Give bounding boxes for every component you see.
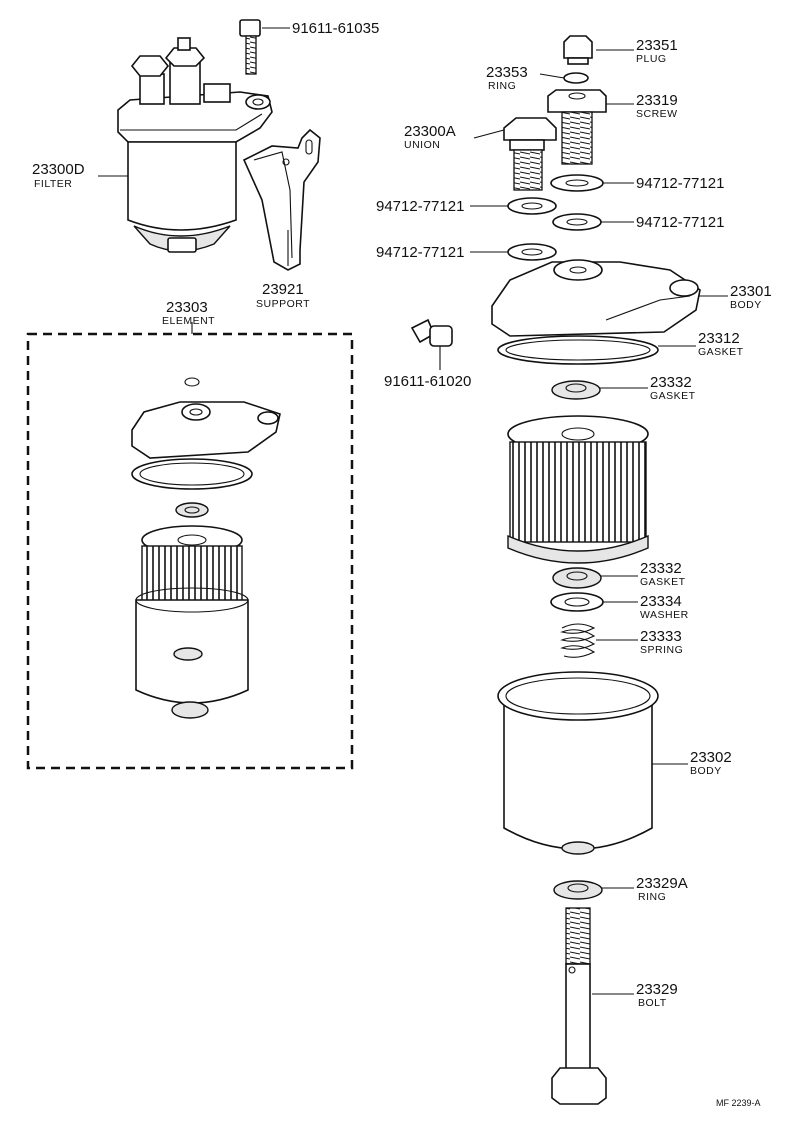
label-23334: 23334 WASHER — [640, 593, 689, 621]
part-name: RING — [488, 80, 516, 92]
part-number: 23303 — [166, 299, 208, 316]
part-number: 23319 — [636, 92, 678, 109]
part-name: ELEMENT — [162, 315, 215, 327]
element-group-frame — [26, 332, 354, 770]
leader-lines — [98, 27, 728, 995]
label-23302: 23302 BODY — [690, 749, 732, 777]
label-91611-61035: 91611-61035 — [292, 20, 379, 37]
part-name: PLUG — [636, 53, 667, 65]
part-number: 23300A — [404, 123, 456, 140]
part-name: GASKET — [698, 346, 744, 358]
part-name: WASHER — [640, 609, 689, 621]
part-number: 23300D — [32, 161, 85, 178]
part-name: BODY — [690, 765, 722, 777]
filter-assembly-drawing — [117, 19, 273, 253]
label-23351: 23351 PLUG — [636, 37, 678, 65]
label-23332-bottom: 23332 GASKET — [640, 560, 686, 588]
part-number: 91611-61020 — [384, 373, 471, 390]
part-number: 23334 — [640, 593, 682, 610]
part-number: 23353 — [486, 64, 528, 81]
label-23921: 23921 SUPPORT — [256, 281, 310, 310]
part-number: 94712-77121 — [636, 214, 724, 231]
right-exploded-drawing — [491, 35, 701, 1105]
part-name: UNION — [404, 139, 440, 151]
label-94712-77121-b: 94712-77121 — [376, 198, 464, 215]
part-number: 23301 — [730, 283, 772, 300]
part-number: 23302 — [690, 749, 732, 766]
part-name: SPRING — [640, 644, 683, 656]
part-name: GASKET — [640, 576, 686, 588]
label-23300d: 23300D FILTER — [32, 161, 85, 190]
label-23319: 23319 SCREW — [636, 92, 678, 120]
part-number: 94712-77121 — [636, 175, 724, 192]
label-23332-top: 23332 GASKET — [650, 374, 696, 402]
part-name: BOLT — [638, 997, 667, 1009]
part-name: FILTER — [34, 178, 72, 190]
part-number: 23332 — [650, 374, 692, 391]
part-number: 23921 — [262, 281, 304, 298]
label-23301: 23301 BODY — [730, 283, 772, 311]
part-name: RING — [638, 891, 666, 903]
label-23353: 23353 RING — [486, 64, 528, 92]
part-name: SCREW — [636, 108, 678, 120]
part-number: 23332 — [640, 560, 682, 577]
part-number: 23329A — [636, 875, 688, 892]
part-number: 23351 — [636, 37, 678, 54]
part-number: 94712-77121 — [376, 198, 464, 215]
support-bracket-drawing — [242, 128, 321, 271]
label-23303: 23303 ELEMENT — [162, 299, 215, 327]
label-94712-77121-c: 94712-77121 — [636, 214, 724, 231]
part-number: 23333 — [640, 628, 682, 645]
label-94712-77121-d: 94712-77121 — [376, 244, 464, 261]
part-name: BODY — [730, 299, 762, 311]
label-23329: 23329 BOLT — [636, 981, 678, 1009]
label-23300a: 23300A UNION — [404, 123, 456, 151]
label-91611-61020: 91611-61020 — [384, 373, 471, 390]
part-number: 23329 — [636, 981, 678, 998]
part-number: 94712-77121 — [376, 244, 464, 261]
drawing-code: MF 2239-A — [716, 1098, 761, 1108]
label-23329a: 23329A RING — [636, 875, 688, 903]
part-name: SUPPORT — [256, 298, 310, 310]
label-94712-77121-a: 94712-77121 — [636, 175, 724, 192]
part-name: GASKET — [650, 390, 696, 402]
part-number: 23312 — [698, 330, 740, 347]
label-23312: 23312 GASKET — [698, 330, 744, 358]
element-exploded-drawing — [131, 318, 453, 719]
label-23333: 23333 SPRING — [640, 628, 683, 656]
part-number: 91611-61035 — [292, 20, 379, 37]
